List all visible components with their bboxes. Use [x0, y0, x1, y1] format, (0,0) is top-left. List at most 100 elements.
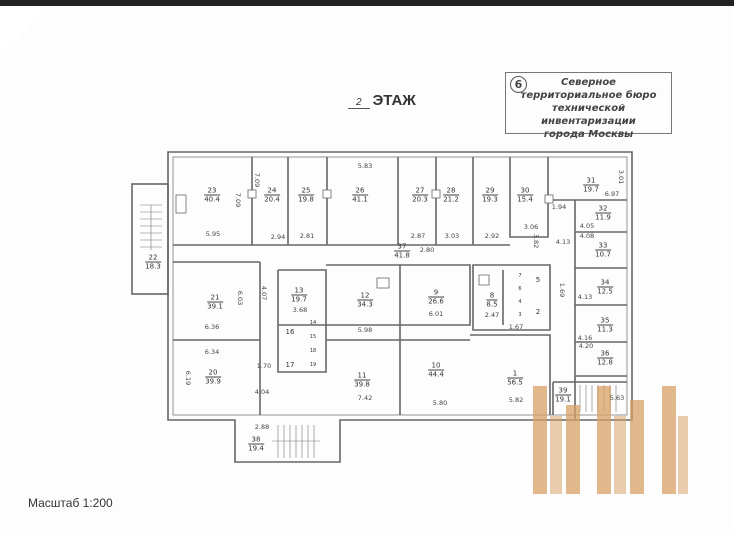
small-room-number: 4 [518, 299, 522, 305]
dimension-label: 3.68 [292, 306, 308, 314]
room-number: 11 [354, 372, 370, 381]
stamp-line: технической инвентаризации [541, 103, 636, 127]
outer-wall [167, 151, 633, 463]
room-number: 32 [595, 205, 611, 214]
vent-shaft [376, 277, 390, 289]
dimension-label: 2.92 [484, 232, 500, 240]
dimension-label: 5.83 [357, 162, 373, 170]
wall-middle [173, 261, 551, 415]
floor-label: ЭТАЖ [372, 92, 416, 109]
dimension-label: 1.69 [558, 282, 566, 298]
room-number: 25 [298, 187, 314, 196]
scan-top-edge [0, 0, 734, 6]
room-number: 27 [412, 187, 428, 196]
dimension-label: 7.42 [357, 394, 373, 402]
dimension-label: 4.13 [577, 293, 593, 301]
stamp-line: города Москвы [543, 129, 634, 140]
room-area: 39.9 [205, 377, 221, 386]
small-room-number: 2 [535, 308, 541, 316]
small-room-number: 19 [309, 362, 317, 368]
room-number: 21 [207, 294, 223, 303]
room-number: 28 [443, 187, 459, 196]
dimension-label: 3.01 [617, 169, 625, 185]
room-number: 26 [352, 187, 368, 196]
room-number: 13 [291, 287, 307, 296]
dimension-label: 3.82 [532, 233, 540, 249]
room-number: 31 [583, 177, 599, 186]
wall-right-column [575, 231, 627, 377]
small-room-number: 18 [309, 348, 317, 354]
dimension-label: 4.05 [579, 222, 595, 230]
room-number: 37 [394, 243, 410, 252]
room-area: 11.9 [595, 213, 611, 222]
room-number: 36 [597, 350, 613, 359]
stamp-number: 6 [510, 76, 527, 93]
dimension-label: 3.06 [523, 223, 539, 231]
room-area: 34.3 [357, 300, 373, 309]
left-stair-wall [131, 183, 169, 295]
floor-number: 2 [348, 97, 370, 109]
room-number: 22 [145, 254, 161, 263]
room-area: 41.8 [394, 251, 410, 260]
stair-steps-left [140, 204, 162, 250]
room-area: 19.4 [248, 444, 264, 453]
column [544, 194, 554, 204]
small-room-number: 17 [285, 361, 295, 369]
dimension-label: 3.03 [444, 232, 460, 240]
dimension-label: 1.70 [256, 362, 272, 370]
room-number: 23 [204, 187, 220, 196]
column [431, 189, 441, 199]
vent-shaft [478, 274, 490, 286]
dimension-label: 4.04 [254, 388, 270, 396]
room-area: 10.7 [595, 250, 611, 259]
wall-top-row [173, 157, 627, 420]
dimension-label: 2.80 [419, 246, 435, 254]
room-area: 8.5 [486, 300, 498, 309]
column [247, 189, 257, 199]
dimension-label: 7.09 [234, 192, 242, 208]
dimension-label: 1.67 [508, 323, 524, 331]
room-number: 34 [597, 279, 613, 288]
dimension-label: 6.34 [204, 348, 220, 356]
dimension-label: 6.97 [604, 190, 620, 198]
room-area: 21.2 [443, 195, 459, 204]
room-number: 24 [264, 187, 280, 196]
dimension-label: 6.19 [184, 370, 192, 386]
dimension-label: 5.98 [357, 326, 373, 334]
room-area: 41.1 [352, 195, 368, 204]
stamp-line: территориальное бюро [520, 90, 657, 101]
room-area: 19.1 [555, 395, 571, 404]
small-room-number: 16 [285, 328, 295, 336]
small-room-number: 3 [518, 312, 522, 318]
dimension-label: 1.94 [551, 203, 567, 211]
room-area: 19.3 [482, 195, 498, 204]
dimension-label: 7.09 [253, 172, 261, 188]
small-room-number: 6 [518, 286, 522, 292]
room-area: 44.4 [428, 370, 444, 379]
bti-stamp: 6 Северное территориальное бюро техничес… [505, 72, 672, 140]
dimension-label: 6.01 [428, 310, 444, 318]
room-number: 38 [248, 436, 264, 445]
room-area: 18.3 [145, 262, 161, 271]
room-area: 15.4 [517, 195, 533, 204]
room-area: 12.8 [597, 358, 613, 367]
room-number: 1 [507, 370, 523, 379]
